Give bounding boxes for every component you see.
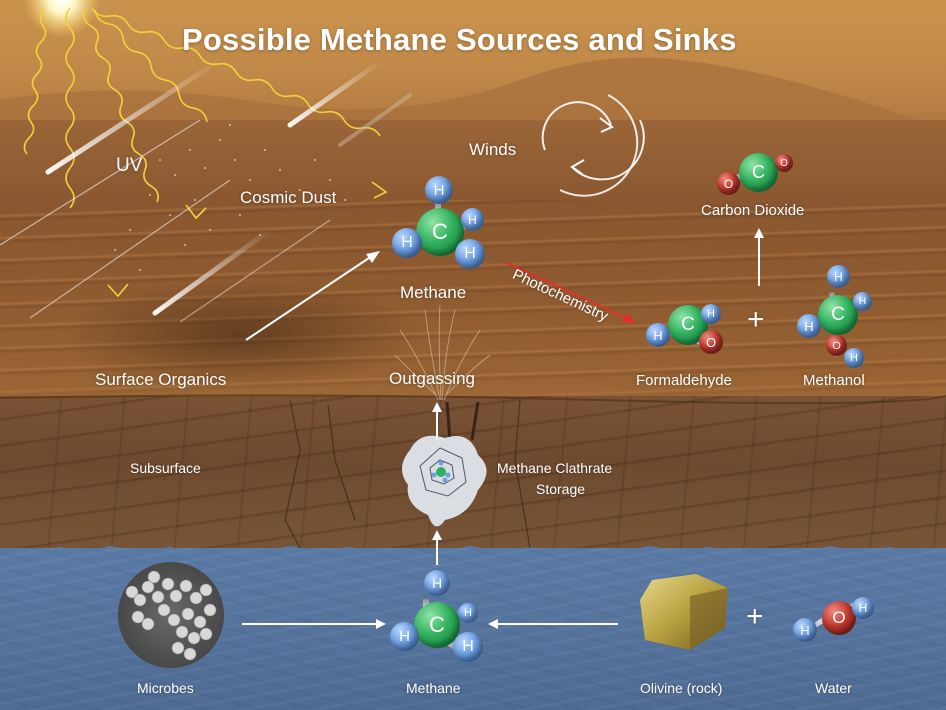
outgassing-label: Outgassing [389,369,475,388]
plus-sign-water: + [746,600,764,633]
outgassing-plume [394,304,491,401]
cosmic-dust-streak [152,227,273,316]
hydrogen-atom: H [455,239,485,269]
hydrogen-atom: H [701,304,721,324]
arrow-to-carbon-dioxide [754,228,764,238]
clathrate-label-line2: Storage [536,481,586,497]
arrow-microbes-to-methane [376,619,386,629]
arrow-organics-to-methane [366,251,380,263]
uv-wave-icon [23,9,47,155]
hydrogen-atom: H [424,570,450,596]
microbe-cells [125,570,217,661]
hydrogen-atom: H [392,228,422,258]
hydrogen-atom: H [827,265,850,288]
hydrogen-atom: H [797,314,821,338]
sun-icon [24,0,100,38]
methane-clathrate-icon [401,435,487,527]
hydrogen-atom: H [453,632,483,662]
arrow-olivine-to-methane [488,619,498,629]
ground-shadow [60,280,420,390]
uv-wave-icon [65,7,75,209]
hydrogen-atom: H [461,208,484,231]
oxygen-atom: O [717,172,740,195]
uv-label: UV [116,155,143,176]
hydrogen-atom: H [646,323,670,347]
uv-wave-icon [91,7,381,137]
olivine-label: Olivine (rock) [640,680,723,696]
water-label: Water [815,680,852,696]
hydrogen-atom: H [390,622,419,651]
methanol-label: Methanol [803,372,865,389]
dust-speckles [114,124,346,271]
cosmic-dust-streak [29,179,231,319]
cosmic-dust-streak [287,59,383,128]
winds-inner-arc [541,101,612,151]
surface-organics-label: Surface Organics [95,370,227,389]
uv-wave-icon [83,9,159,203]
hydrogen-atom: H [793,618,817,642]
winds-arrowhead-icon [570,159,585,175]
microbes-image [118,562,224,668]
cosmic-dust-streak [45,57,223,175]
methane-water-label: Methane [406,680,461,696]
oxygen-atom: O [775,154,793,172]
carbon-atom: C [739,153,778,192]
arrow-water-methane-to-clathrate [432,530,442,540]
plain-texture [0,200,946,400]
arrow-outgassing [432,402,442,412]
microbes-label: Microbes [137,680,194,696]
oxygen-atom: O [822,601,856,635]
carbon-atom: C [818,295,858,335]
uv-wave-icon [94,9,208,123]
subsurface-label: Subsurface [130,460,201,476]
hydrogen-atom: H [853,292,872,311]
cosmic-dust-label: Cosmic Dust [240,188,337,207]
clathrate-label-line1: Methane Clathrate [497,460,613,476]
winds-arrowhead-icon [599,117,614,133]
winds-label: Winds [469,140,517,159]
uv-arrowhead-icon [371,181,388,199]
hydrogen-atom: H [458,603,478,623]
formaldehyde-label: Formaldehyde [636,372,732,389]
diagram-title: Possible Methane Sources and Sinks [182,22,737,57]
photochemistry-arrow [622,313,636,323]
carbon-atom: C [414,602,460,648]
cosmic-dust-streak [179,219,331,323]
hydrogen-atom: H [425,176,453,204]
uv-arrowhead-icon [107,283,129,298]
hydrogen-atom: H [844,348,864,368]
cosmic-dust-streak [338,93,412,147]
cosmic-dust-streak [0,119,201,246]
plus-sign: + [747,303,765,336]
methane-surface-label: Methane [400,283,467,302]
oxygen-atom: O [699,330,723,354]
hydrogen-atom: H [852,597,874,619]
oxygen-atom: O [826,335,847,356]
carbon-dioxide-label: Carbon Dioxide [701,202,805,219]
uv-arrowhead-icon [185,204,207,220]
